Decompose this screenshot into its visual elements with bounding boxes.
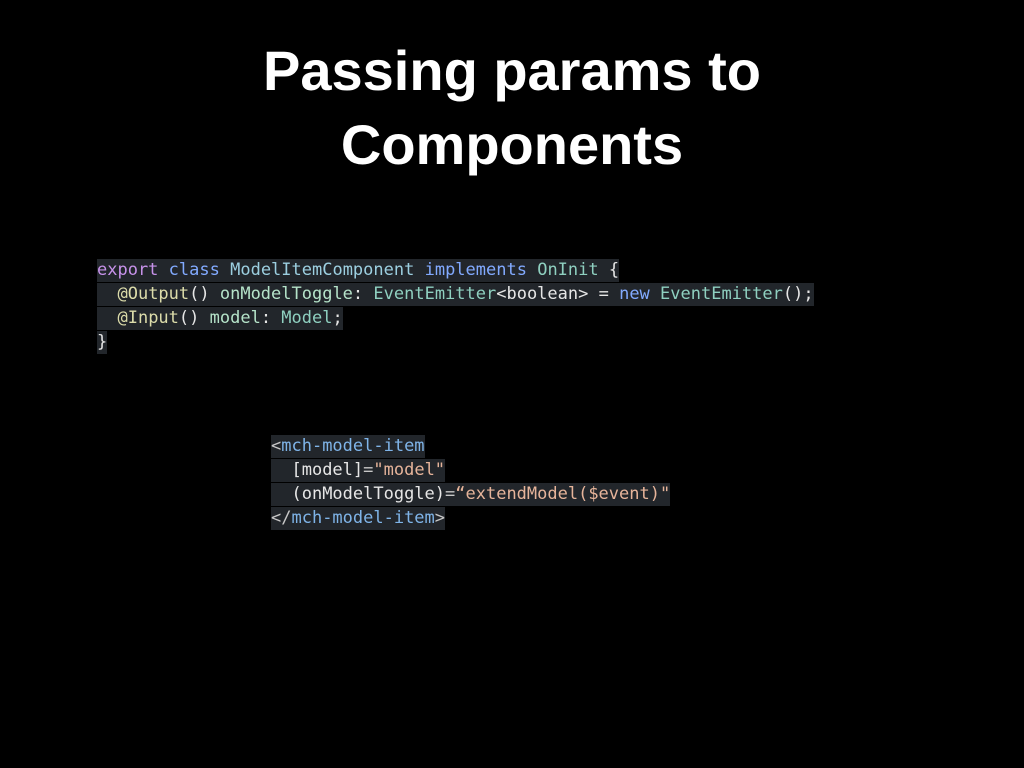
code-line: <mch-model-item	[271, 434, 670, 458]
keyword-new: new	[619, 284, 650, 304]
type-name: Model	[281, 308, 333, 328]
keyword-implements: implements	[424, 260, 527, 280]
code-line: export class ModelItemComponent implemen…	[97, 258, 814, 282]
code-indent	[97, 308, 117, 328]
tag-name: mch-model-item	[281, 436, 425, 456]
code-line-highlight: <mch-model-item	[271, 435, 425, 458]
code-space	[414, 260, 424, 280]
type-name: EventEmitter	[373, 284, 497, 304]
code-indent	[97, 284, 117, 304]
attribute-equals: =	[445, 484, 456, 504]
property-name: model	[209, 308, 261, 328]
attribute-equals: =	[363, 460, 374, 480]
code-indent	[271, 484, 291, 504]
typescript-code-block: export class ModelItemComponent implemen…	[97, 258, 814, 354]
code-line-highlight: @Input() model: Model;	[97, 307, 343, 330]
assignment: =	[588, 284, 620, 304]
code-space	[650, 284, 660, 304]
close-brace: }	[97, 332, 108, 352]
html-code-block: <mch-model-item [model]="model" (onModel…	[271, 434, 671, 530]
slide-title-line-2: Components	[340, 113, 684, 176]
slide-title-line-1: Passing params to	[263, 39, 761, 102]
code-line-highlight: export class ModelItemComponent implemen…	[97, 259, 620, 282]
open-brace: {	[598, 260, 620, 280]
code-space	[527, 260, 537, 280]
constructor-name: EventEmitter	[660, 284, 783, 304]
decorator-parens: ()	[178, 308, 210, 328]
code-line-highlight: </mch-model-item>	[271, 507, 446, 530]
attribute-value: “extendModel($event)"	[455, 484, 671, 504]
tag-name: mch-model-item	[291, 508, 435, 528]
code-line-highlight: }	[97, 331, 108, 354]
code-space	[158, 260, 168, 280]
tag-close-bracket: >	[434, 508, 446, 528]
attribute-name: (onModelToggle)	[291, 484, 446, 504]
call-parens: ();	[782, 284, 814, 304]
code-line: @Output() onModelToggle: EventEmitter<bo…	[97, 282, 814, 306]
decorator-parens: ()	[189, 284, 220, 304]
keyword-class: class	[168, 260, 220, 280]
attribute-name: [model]	[291, 460, 364, 480]
tag-close-open-bracket: </	[271, 508, 292, 528]
code-space	[220, 260, 230, 280]
code-line-highlight: [model]="model"	[271, 459, 446, 482]
code-line: [model]="model"	[271, 458, 670, 482]
keyword-export: export	[97, 260, 159, 280]
code-line: }	[97, 330, 814, 354]
slide-title: Passing params to Components	[0, 34, 1024, 182]
class-name: ModelItemComponent	[230, 260, 415, 280]
code-line-highlight: (onModelToggle)=“extendModel($event)"	[271, 483, 671, 506]
semicolon: ;	[332, 308, 343, 328]
type-colon: :	[260, 308, 282, 328]
tag-open-bracket: <	[271, 436, 282, 456]
interface-name: OnInit	[537, 260, 599, 280]
code-line-highlight: @Output() onModelToggle: EventEmitter<bo…	[97, 283, 814, 306]
property-name: onModelToggle	[219, 284, 353, 304]
input-decorator: @Input	[117, 308, 179, 328]
code-indent	[271, 460, 291, 480]
code-line: (onModelToggle)=“extendModel($event)"	[271, 482, 671, 506]
type-colon: :	[352, 284, 374, 304]
output-decorator: @Output	[117, 284, 190, 304]
code-line: </mch-model-item>	[271, 506, 670, 530]
generic-type: <boolean>	[496, 284, 589, 304]
attribute-value: "model"	[373, 460, 446, 480]
code-line: @Input() model: Model;	[97, 306, 814, 330]
